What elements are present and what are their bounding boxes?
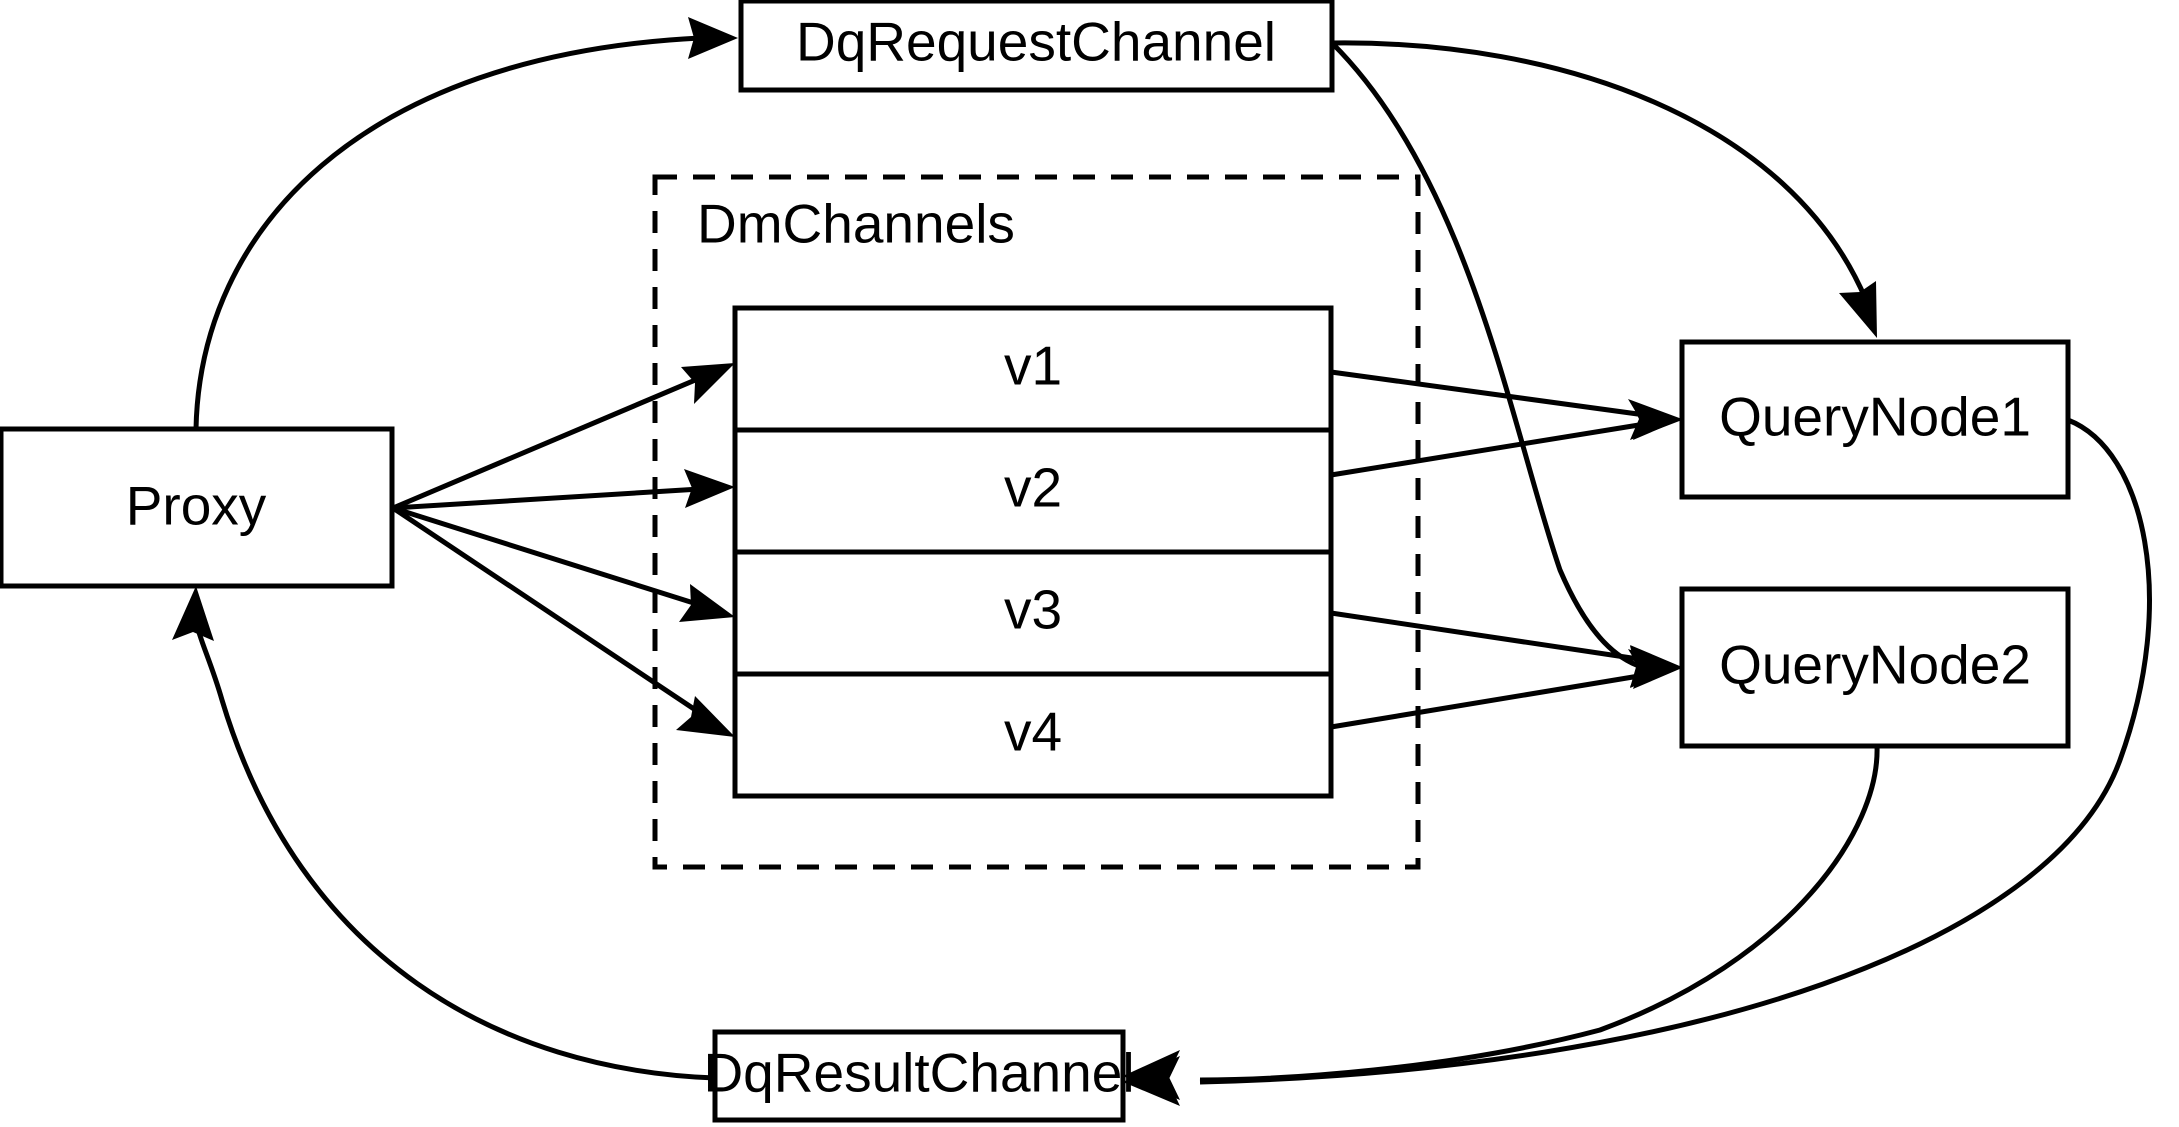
channel-row-v2[interactable]: v2 xyxy=(1004,457,1062,519)
edge-proxy-to-dq-request-channel xyxy=(193,17,738,430)
edge-proxy-to-v2 xyxy=(392,469,735,511)
node-proxy[interactable]: Proxy xyxy=(0,426,395,589)
edge-query-node-2-to-dq-result-channel xyxy=(1123,745,1880,1100)
dm-channels-group: DmChannels xyxy=(652,174,1421,870)
edge-dq-result-channel-to-proxy xyxy=(172,586,716,1081)
node-proxy-label: Proxy xyxy=(126,475,267,537)
node-query-node-1-border xyxy=(1679,339,2071,500)
arrowhead-v1-in xyxy=(681,363,735,404)
edge-proxy-to-v3 xyxy=(392,505,735,622)
channel-row-v1[interactable]: v1 xyxy=(1004,335,1062,397)
edge-proxy-to-v1 xyxy=(392,363,735,511)
channel-row-v4[interactable]: v4 xyxy=(1004,701,1062,763)
arrowhead-v4-in xyxy=(676,696,735,737)
edge-proxy-to-v4 xyxy=(391,505,735,737)
edge-v2-to-query-node-1 xyxy=(1330,399,1682,478)
node-query-node-2[interactable]: QueryNode2 xyxy=(1679,586,2071,749)
edge-v4-to-query-node-2 xyxy=(1330,649,1682,730)
arrowhead-query-node-1-in-b xyxy=(1628,399,1682,440)
edge-dq-request-channel-to-query-node-1 xyxy=(1331,40,1877,338)
dm-channel-table: v1 v2 v3 v4 xyxy=(732,305,1334,799)
arrowhead-v2-in xyxy=(684,469,735,508)
channel-row-v3[interactable]: v3 xyxy=(1004,579,1062,641)
node-dq-result-channel-border xyxy=(712,1029,1126,1123)
node-dq-request-channel-border xyxy=(738,0,1335,93)
node-dq-request-channel-label: DqRequestChannel xyxy=(796,11,1276,73)
dm-channels-label: DmChannels xyxy=(697,193,1015,255)
arrowhead-proxy-in xyxy=(172,586,214,641)
node-query-node-1[interactable]: QueryNode1 xyxy=(1679,339,2071,500)
node-query-node-2-label: QueryNode2 xyxy=(1719,634,2031,696)
arrowhead-query-node-2-in-c xyxy=(1628,649,1682,689)
node-query-node-2-border xyxy=(1679,586,2071,749)
node-dq-result-channel[interactable]: DqResultChannel xyxy=(703,1029,1135,1123)
edge-dq-request-channel-to-query-node-2 xyxy=(1330,41,1680,688)
arrowhead-dq-request-channel-in xyxy=(688,17,738,59)
arrowhead-query-node-1-top-in xyxy=(1839,281,1877,338)
node-dq-result-channel-label: DqResultChannel xyxy=(703,1042,1134,1104)
arrowhead-dq-result-channel-in-b xyxy=(1123,1050,1180,1100)
node-proxy-border xyxy=(0,426,395,589)
node-query-node-1-label: QueryNode1 xyxy=(1719,386,2031,448)
arrowhead-v3-in xyxy=(679,584,735,622)
node-dq-request-channel[interactable]: DqRequestChannel xyxy=(738,0,1335,93)
dm-channels-group-border xyxy=(652,174,1421,870)
